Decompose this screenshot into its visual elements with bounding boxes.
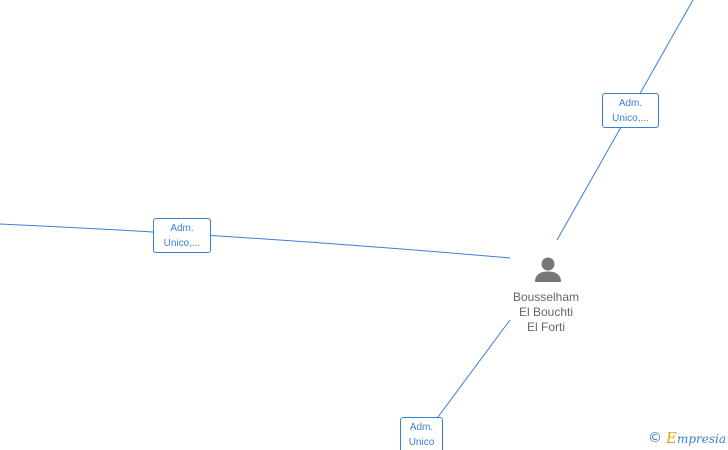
edge-label-line: Unico,... bbox=[612, 113, 649, 124]
edge-label-top-right[interactable]: Adm. Unico,... bbox=[602, 93, 659, 128]
edge-label-line: Adm. bbox=[618, 98, 643, 109]
node-name-line: El Forti bbox=[526, 320, 565, 334]
person-icon bbox=[535, 257, 561, 282]
node-name-line: Bousselham bbox=[512, 290, 580, 304]
brand-rest: mpresia bbox=[676, 432, 726, 446]
edge-label-line: Adm. bbox=[170, 223, 194, 234]
edge-label-left[interactable]: Adm. Unico,... bbox=[153, 218, 211, 253]
edge-line-bottom bbox=[431, 319, 511, 426]
edge-label-bottom[interactable]: Adm. Unico bbox=[400, 417, 443, 450]
node-name-line: El Bouchti bbox=[518, 305, 574, 319]
center-node-label[interactable]: Bousselham El Bouchti El Forti bbox=[498, 290, 594, 335]
edge-label-line: Unico,... bbox=[163, 238, 201, 249]
edge-label-line: Adm. bbox=[409, 422, 434, 433]
brand-initial: E bbox=[665, 429, 677, 447]
edge-label-line: Unico bbox=[408, 437, 435, 448]
copyright-icon: © bbox=[647, 430, 662, 446]
empresia-watermark: © Empresia bbox=[647, 429, 726, 447]
edge-line-left bbox=[0, 223, 511, 259]
brand-logo: Empresia bbox=[666, 429, 726, 447]
